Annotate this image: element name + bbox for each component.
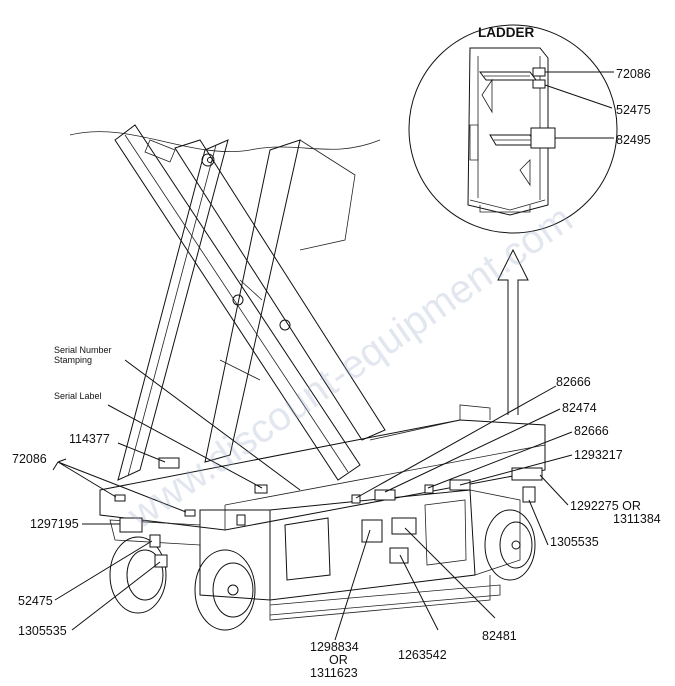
label-1311623: 1311623 xyxy=(310,666,358,680)
decal-82666-b xyxy=(424,484,434,494)
ladder-frame xyxy=(467,47,549,216)
wheels xyxy=(109,509,536,631)
ladder-title: LADDER xyxy=(478,25,534,40)
detail-label-52475: 52475 xyxy=(616,103,651,117)
scissor-lift xyxy=(69,124,386,481)
wheel-rear xyxy=(484,509,536,581)
detail-pointer-arrow xyxy=(497,248,529,415)
chassis-side-panel xyxy=(269,489,476,601)
decal-1305535-right xyxy=(522,486,536,503)
scissor-arm-b-outer xyxy=(117,139,229,481)
label-82666-top: 82666 xyxy=(556,375,591,389)
access-door xyxy=(284,517,331,581)
chassis xyxy=(99,404,546,621)
wheel-front-left xyxy=(109,536,167,614)
decal-1263542 xyxy=(389,547,409,564)
decal-1297195 xyxy=(119,517,143,533)
label-72086: 72086 xyxy=(12,452,47,466)
decal-52475 xyxy=(532,79,546,89)
label-1305535-left: 1305535 xyxy=(18,624,67,638)
label-serial-number-stamping-2: Stamping xyxy=(54,355,92,365)
label-1298834: 1298834 xyxy=(310,640,359,654)
decal-114377 xyxy=(158,457,180,469)
label-114377: 114377 xyxy=(69,432,110,446)
label-1298834-or: OR xyxy=(329,653,348,667)
decal-serial-label xyxy=(254,484,268,494)
decal-82495 xyxy=(530,127,556,149)
label-1293217: 1293217 xyxy=(574,448,623,462)
scissor-arm-b-inner xyxy=(204,139,301,463)
decal-1305535-left xyxy=(154,554,168,568)
ladder-detail: LADDER 72086 52475 82495 xyxy=(408,24,651,234)
label-1305535-right: 1305535 xyxy=(550,535,599,549)
label-82666-mid: 82666 xyxy=(574,424,609,438)
label-1263542: 1263542 xyxy=(398,648,447,662)
decal-52475 xyxy=(149,534,161,548)
leader-lines xyxy=(52,359,573,641)
callout-labels: Serial Number Stamping Serial Label 1143… xyxy=(12,345,661,680)
label-82474: 82474 xyxy=(562,401,597,415)
wheel-front-right xyxy=(194,549,256,631)
detail-circle xyxy=(408,24,618,234)
label-52475: 52475 xyxy=(18,594,53,608)
decal-72086-b xyxy=(184,509,196,517)
detail-label-82495: 82495 xyxy=(616,133,651,147)
label-1311384: 1311384 xyxy=(613,512,661,526)
label-82481: 82481 xyxy=(482,629,517,643)
decal-1292275 xyxy=(511,467,543,481)
decal-1298834 xyxy=(361,519,383,543)
decal-72086 xyxy=(532,67,546,77)
scissor-arm-a-outer xyxy=(114,124,361,481)
label-1297195: 1297195 xyxy=(30,517,79,531)
label-serial-label: Serial Label xyxy=(54,391,102,401)
decal-82481 xyxy=(391,517,417,535)
decal-82666-a xyxy=(351,494,361,504)
decal-82474 xyxy=(374,489,396,501)
decal-72086-a xyxy=(114,494,126,502)
label-serial-number-stamping-1: Serial Number xyxy=(54,345,112,355)
decal-front-panel xyxy=(236,514,246,526)
scissor-arm-a-inner xyxy=(174,139,386,441)
label-1292275: 1292275 OR xyxy=(570,499,641,513)
detail-label-72086: 72086 xyxy=(616,67,651,81)
